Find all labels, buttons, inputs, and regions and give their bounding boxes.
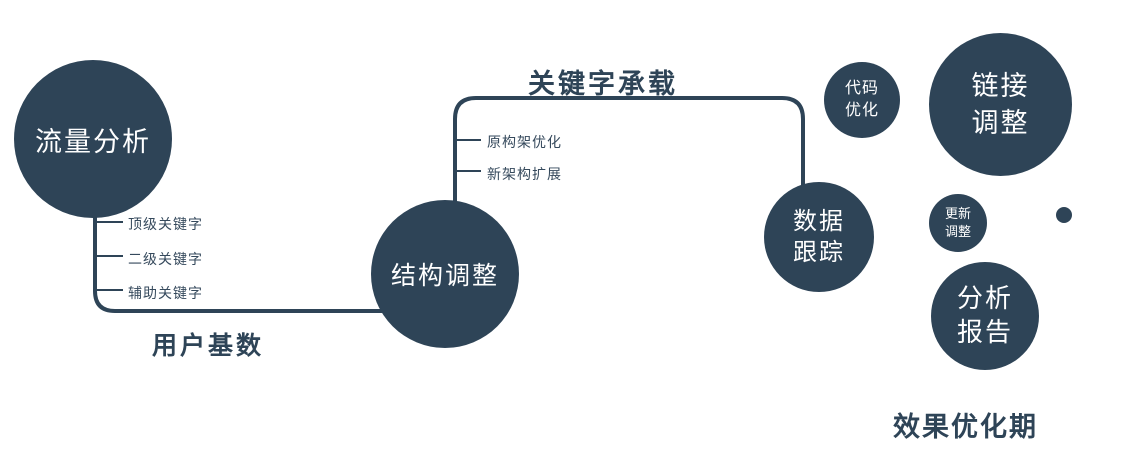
phase-label: 效果优化期: [893, 412, 1038, 442]
branch-original-structure-optimize: 原构架优化: [487, 134, 562, 150]
branch-auxiliary-keywords: 辅助关键字: [128, 285, 203, 301]
node-analysis-report: 分析 报告: [931, 262, 1039, 370]
node-link-adjust: 链接 调整: [929, 33, 1072, 176]
node-code-optimize-line2: 优化: [844, 102, 879, 119]
node-link-adjust-line2: 调整: [971, 107, 1030, 138]
node-update-adjust-line1: 更新: [944, 206, 971, 222]
node-analysis-report-line1: 分析: [956, 283, 1013, 314]
node-data-tracking: 数据 跟踪: [764, 182, 874, 292]
edge-label-user-base: 用户基数: [152, 332, 265, 360]
node-data-tracking-line1: 数据: [793, 207, 845, 235]
edge-label-keyword-carry: 关键字承载: [528, 69, 678, 99]
node-data-tracking-line2: 跟踪: [793, 239, 845, 266]
node-analysis-report-line2: 报告: [956, 317, 1013, 347]
branch-top-keywords: 顶级关键字: [128, 216, 203, 232]
node-small-dot: [1056, 207, 1072, 223]
node-link-adjust-line1: 链接: [971, 71, 1030, 102]
node-traffic-analysis: 流量分析: [14, 60, 172, 218]
node-structure-adjust: 结构调整: [371, 200, 519, 348]
node-code-optimize: 代码 优化: [824, 62, 900, 138]
node-update-adjust-line2: 调整: [944, 224, 971, 239]
node-code-optimize-line1: 代码: [844, 80, 879, 98]
node-structure-adjust-label: 结构调整: [390, 262, 499, 290]
branch-second-keywords: 二级关键字: [128, 251, 203, 267]
node-traffic-analysis-label: 流量分析: [35, 126, 151, 157]
branch-new-structure-expand: 新架构扩展: [487, 166, 562, 182]
node-update-adjust: 更新 调整: [929, 194, 987, 252]
